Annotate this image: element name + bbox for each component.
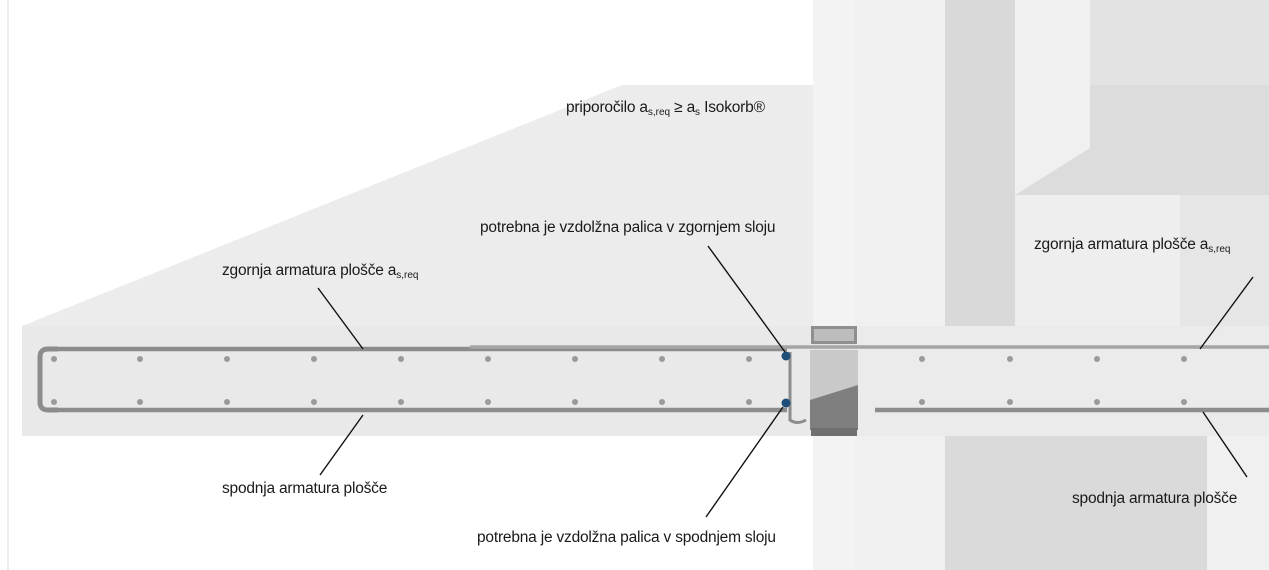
left-end-stirrup xyxy=(37,346,58,413)
isokorb-top-plate-inner xyxy=(814,329,854,341)
top-reinforcement-left-text: zgornja armatura plošče a xyxy=(222,262,397,279)
bottom-bar-required-label: potrebna je vzdolžna palica v spodnjem s… xyxy=(477,529,776,546)
leader-bottom-required xyxy=(705,406,784,518)
top-reinforcement-right-text: zgornja armatura plošče a xyxy=(1034,236,1209,253)
upper-ceiling-face xyxy=(1015,85,1269,195)
isokorb-bottom-plate xyxy=(811,428,857,436)
recommendation-suffix: Isokorb® xyxy=(700,99,765,116)
transverse-bars-bottom xyxy=(51,399,1187,405)
top-reinforcement-right-label: zgornja armatura plošče as,req xyxy=(1034,236,1230,255)
inner-room-side xyxy=(1180,195,1269,326)
required-top-bar-marker xyxy=(781,351,791,361)
leader-bottom-left xyxy=(319,414,364,476)
isokorb-tension-bar xyxy=(788,352,807,424)
isokorb-bearing-block xyxy=(810,385,858,430)
leader-bottom-right xyxy=(1202,411,1248,478)
upper-floor-face xyxy=(1090,0,1269,85)
top-reinforcement-right-subscript: s,req xyxy=(1208,244,1231,255)
required-bottom-bar-marker xyxy=(781,398,791,408)
recommendation-label: priporočilo as,req ≥ as Isokorb® xyxy=(566,99,765,118)
leader-lines xyxy=(317,245,1254,518)
leader-top-right xyxy=(1199,276,1254,350)
balcony-slab-section xyxy=(22,326,813,436)
recommendation-middle: ≥ a xyxy=(670,99,696,116)
floor-slab-section xyxy=(855,326,1269,436)
leader-top-required xyxy=(707,245,786,353)
slab-surface-perspective xyxy=(22,85,820,326)
recommendation-prefix: priporočilo a xyxy=(566,99,648,116)
bottom-reinforcement-left-label: spodnja armatura plošče xyxy=(222,480,388,497)
bottom-reinforcement-right-label: spodnja armatura plošče xyxy=(1072,490,1238,507)
transverse-bars-top xyxy=(51,356,1187,362)
recommendation-subscript-2: s xyxy=(695,107,701,118)
top-reinforcement-left-subscript: s,req xyxy=(396,270,419,281)
top-reinforcement-left-label: zgornja armatura plošče as,req xyxy=(222,262,418,281)
lower-wall-face xyxy=(945,436,1207,570)
leader-top-left xyxy=(317,287,364,350)
top-bar-required-label: potrebna je vzdolžna palica v zgornjem s… xyxy=(480,219,776,236)
recommendation-subscript-1: s,req xyxy=(647,107,671,118)
wall-shadow-face xyxy=(945,0,1015,326)
